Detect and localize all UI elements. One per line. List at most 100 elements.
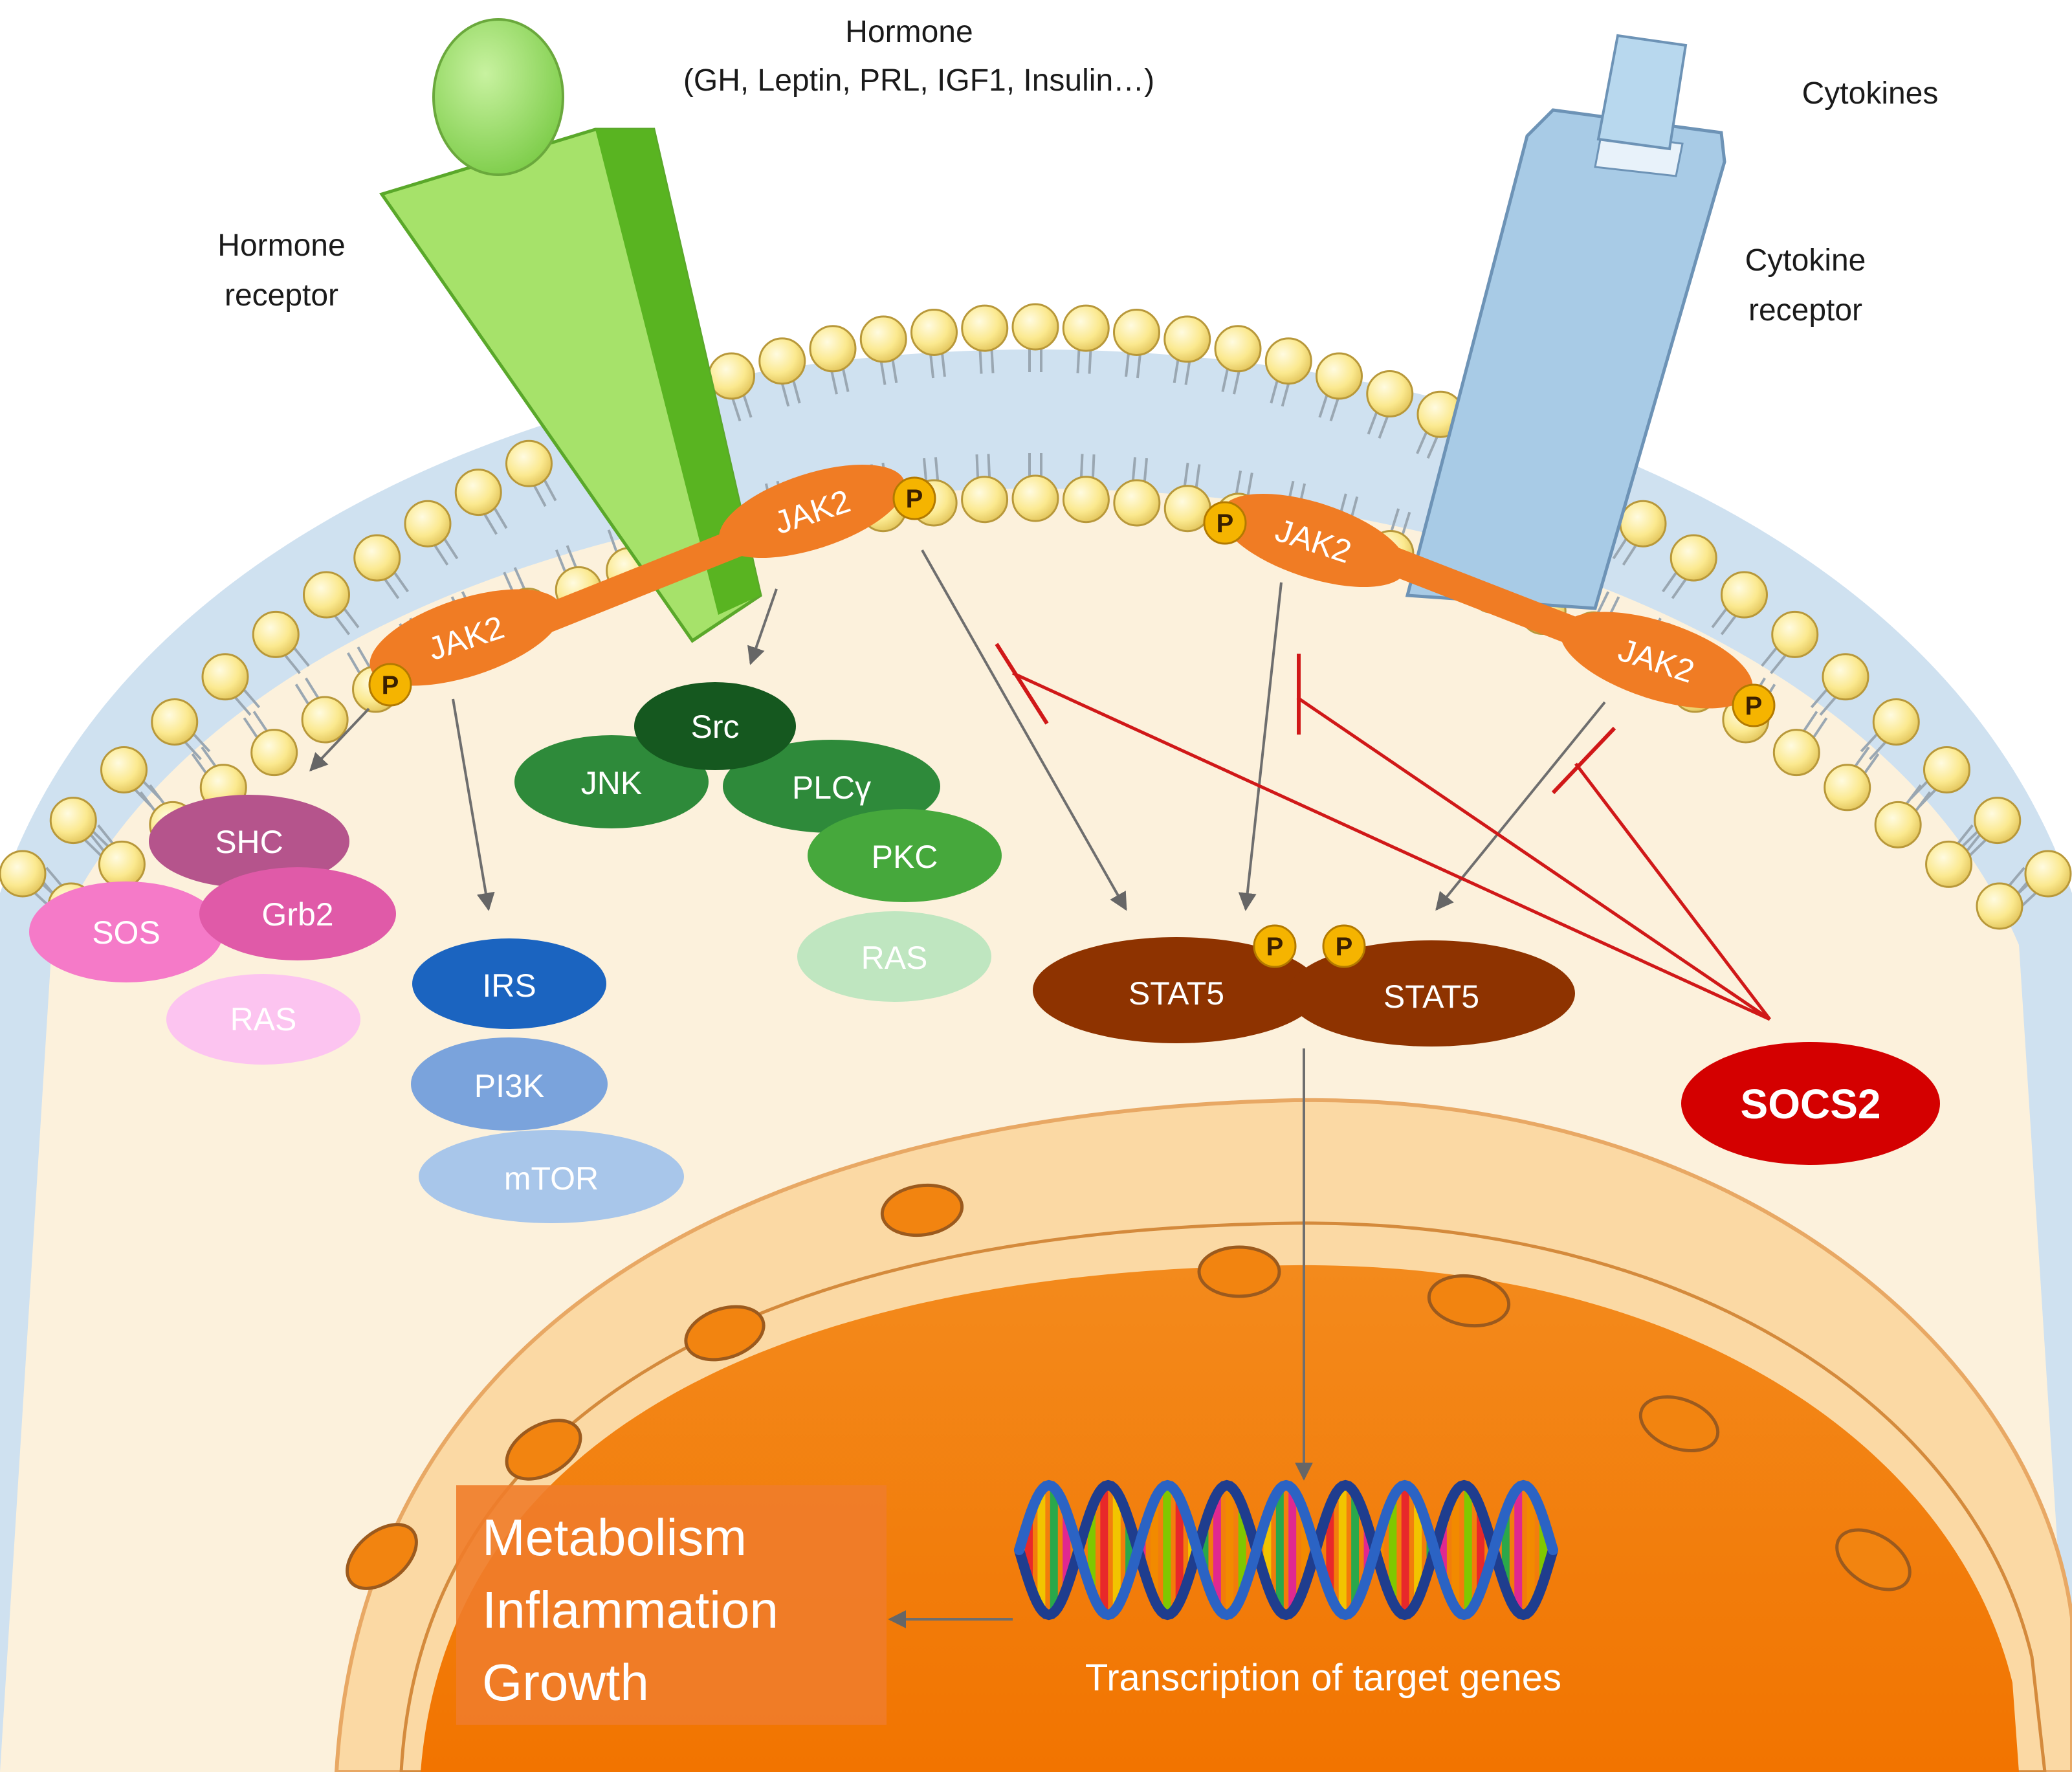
phospho-label: P — [1217, 509, 1234, 538]
jak2-left — [369, 589, 562, 686]
lipid-head — [708, 352, 755, 400]
outcome-panel — [456, 1485, 887, 1725]
lipid-head — [1670, 534, 1717, 582]
jnk — [514, 735, 709, 828]
stat5-left-label: STAT5 — [1129, 975, 1224, 1012]
lipid-head — [1824, 764, 1871, 812]
arrow-to-shc — [309, 707, 370, 772]
nuclear-pore — [1427, 1274, 1511, 1328]
nuclear-pore — [1638, 1395, 1720, 1453]
stat5-dimer: STAT5 STAT5 P P — [1033, 924, 1575, 1047]
lipid-head — [1214, 325, 1262, 373]
src-label: Src — [691, 709, 740, 745]
lipid-head — [353, 534, 401, 582]
grb2-label: Grb2 — [261, 896, 333, 933]
lipid-head — [1925, 840, 1973, 888]
lipid-head — [1721, 571, 1768, 619]
pkc — [808, 809, 1002, 902]
lipid-head — [404, 500, 452, 548]
arrow-jak2-to-stat5 — [1238, 582, 1283, 911]
ras-left-label: RAS — [230, 1001, 297, 1037]
lipid-head — [1822, 653, 1869, 701]
lipid-head — [961, 304, 1009, 352]
phospho-label: P — [906, 485, 923, 513]
lipid-head — [250, 729, 298, 777]
ras-left — [166, 974, 360, 1065]
nuclear-pore — [880, 1183, 964, 1237]
phospho-label: P — [382, 671, 399, 700]
ras-middle-label: RAS — [861, 940, 928, 976]
outcome-metabolism: Metabolism — [482, 1509, 747, 1566]
hormone-receptor-shade — [595, 129, 760, 615]
outcome-box: Metabolism Inflammation Growth — [456, 1485, 887, 1725]
socs2-ellipse — [1681, 1042, 1940, 1165]
lipid-head — [1113, 479, 1161, 527]
dna-strand-a — [1014, 1479, 1558, 1621]
irs — [412, 938, 606, 1029]
stat5-right-label: STAT5 — [1383, 979, 1479, 1015]
phospho-label: P — [1336, 933, 1353, 961]
lipid-head — [1011, 474, 1059, 522]
cytokine-receptor-label-line1: Cytokine — [1745, 243, 1866, 278]
transcription-label: Transcription of target genes — [1085, 1657, 1561, 1699]
lipid-head — [201, 653, 249, 701]
activation-arrows — [309, 549, 1606, 1628]
lipid-head — [1113, 308, 1160, 356]
lipid-head — [301, 696, 349, 744]
jak2-cytokine-pair: JAK2 JAK2 P P — [1203, 493, 1776, 727]
hormone-examples: (GH, Leptin, PRL, IGF1, Insulin…) — [683, 63, 1154, 98]
stat5-right — [1288, 940, 1575, 1047]
inhibition-line — [1574, 762, 1771, 1021]
lipid-head — [1062, 476, 1110, 524]
irs-label: IRS — [482, 968, 536, 1004]
lipid-head — [2024, 850, 2072, 898]
pkc-label: PKC — [872, 839, 938, 875]
cytokine-ligand — [1596, 34, 1688, 151]
nuclear-pore — [1835, 1528, 1912, 1591]
arrow-jak2-to-stat5 — [1435, 701, 1606, 911]
lipid-head — [1163, 315, 1211, 363]
ras-middle — [797, 911, 991, 1002]
phospho-badge — [368, 663, 412, 707]
dna-helix-icon — [1014, 1479, 1558, 1621]
sos — [29, 881, 223, 982]
shc-label: SHC — [215, 824, 283, 860]
lipid-head — [910, 308, 958, 356]
phospho-badge — [892, 476, 936, 520]
pi3k-label: PI3K — [474, 1068, 544, 1104]
pi3k — [411, 1037, 608, 1131]
hormone-receptor — [379, 18, 762, 643]
cytokines-label: Cytokines — [1802, 76, 1939, 111]
src-jnk-plcg-pkc-ras-cluster: RAS JNK PLCγ Src PKC — [514, 682, 1002, 1002]
phospho-badge — [1203, 501, 1247, 545]
outcome-growth: Growth — [482, 1654, 649, 1711]
lipid-head — [49, 797, 97, 845]
grb2 — [199, 867, 396, 960]
lipid-head — [0, 850, 47, 898]
lipid-head — [505, 439, 553, 487]
phospho-badge — [1322, 924, 1366, 968]
lipid-head — [1011, 303, 1059, 351]
lipid-head — [151, 698, 199, 746]
lipid-head — [758, 337, 806, 385]
lipid-head — [1062, 304, 1110, 352]
jak2-upper — [1220, 493, 1407, 588]
lipid-head — [100, 746, 148, 793]
cytokine-receptor-label-line2: receptor — [1748, 293, 1862, 327]
hormone-receptor-label-line1: Hormone — [217, 228, 345, 263]
phospho-badge — [1253, 924, 1297, 968]
phospho-badge — [1732, 683, 1776, 727]
dna-strand-b — [1014, 1479, 1558, 1621]
src — [634, 682, 796, 770]
lipid-head — [859, 315, 907, 363]
nuclear-pore-icon — [346, 1183, 1912, 1591]
mtor-label: mTOR — [504, 1160, 599, 1197]
lipid-head — [1874, 801, 1922, 848]
jak2-lower — [1560, 612, 1753, 709]
irs-pi3k-mtor-cluster: mTOR PI3K IRS — [411, 938, 684, 1223]
lipid-head — [1976, 882, 2023, 930]
socs2-label: SOCS2 — [1741, 1081, 1881, 1127]
stat5-left — [1033, 937, 1320, 1043]
nuclear-pore — [346, 1523, 418, 1590]
